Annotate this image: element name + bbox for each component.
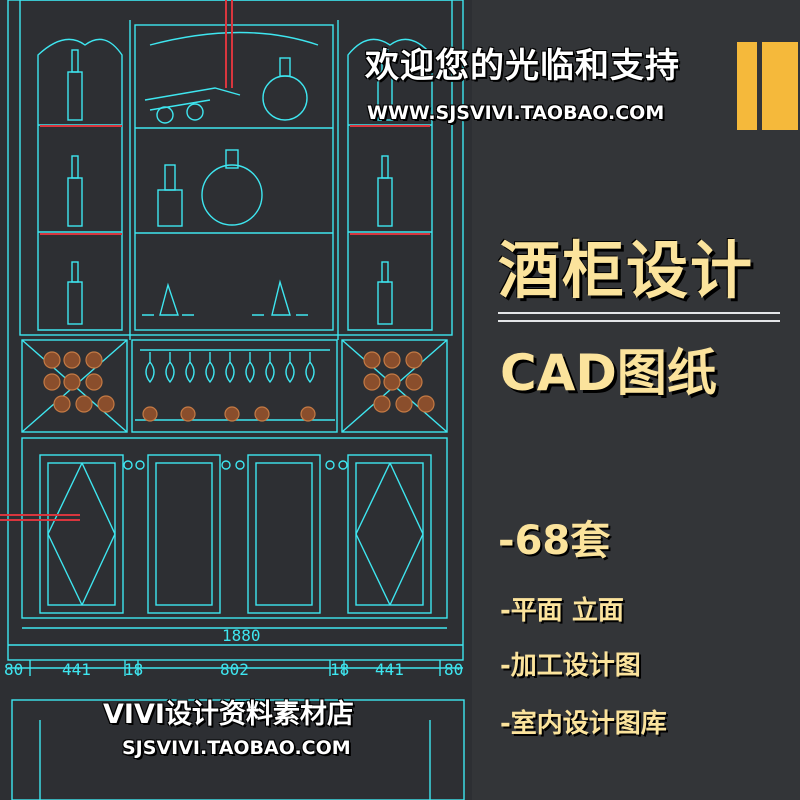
cad-wine-cabinet-drawing (0, 0, 465, 800)
shop-url-top: WWW.SJSVIVI.TAOBAO.COM (367, 102, 665, 124)
feature-item: -加工设计图 (500, 651, 641, 681)
glass-hanger-section (131, 339, 338, 433)
dimension-segment: 80 (444, 660, 464, 679)
gold-accent-bar (762, 42, 798, 130)
wine-bottle-ends (43, 351, 435, 422)
right-wine-rack (341, 339, 448, 433)
center-display-section (134, 24, 334, 331)
dimension-segment: 441 (62, 660, 91, 679)
right-glass-door (347, 38, 433, 331)
shop-url-bottom: SJSVIVI.TAOBAO.COM (122, 737, 351, 759)
dimension-total: 1880 (222, 626, 261, 645)
product-subtitle: CAD图纸 (500, 344, 717, 402)
left-wine-rack (21, 339, 128, 433)
gold-accent-bar (737, 42, 757, 130)
set-count: -68套 (498, 518, 611, 564)
dimension-segment: 80 (4, 660, 24, 679)
dimension-segment: 441 (375, 660, 404, 679)
plinth-detail (11, 699, 465, 800)
dimension-segment: 802 (220, 660, 249, 679)
shop-name: VIVI设计资料素材店 (103, 699, 354, 730)
base-cabinet (21, 437, 448, 619)
product-title: 酒柜设计 (498, 234, 755, 307)
right-text-panel (472, 0, 800, 800)
left-glass-door (37, 38, 123, 331)
welcome-text: 欢迎您的光临和支持 (365, 46, 680, 86)
bottle-icon (67, 71, 83, 121)
divider-line (498, 320, 780, 322)
cabinet-outer-frame (7, 0, 464, 661)
divider-line (498, 312, 780, 314)
red-reference-lines (0, 0, 430, 521)
feature-item: -室内设计图库 (500, 709, 667, 739)
dimension-segment: 18 (124, 660, 144, 679)
cabinet-door (39, 454, 124, 614)
feature-item: -平面 立面 (500, 596, 624, 626)
dimension-segment: 18 (330, 660, 350, 679)
decanter-icon (262, 75, 308, 121)
